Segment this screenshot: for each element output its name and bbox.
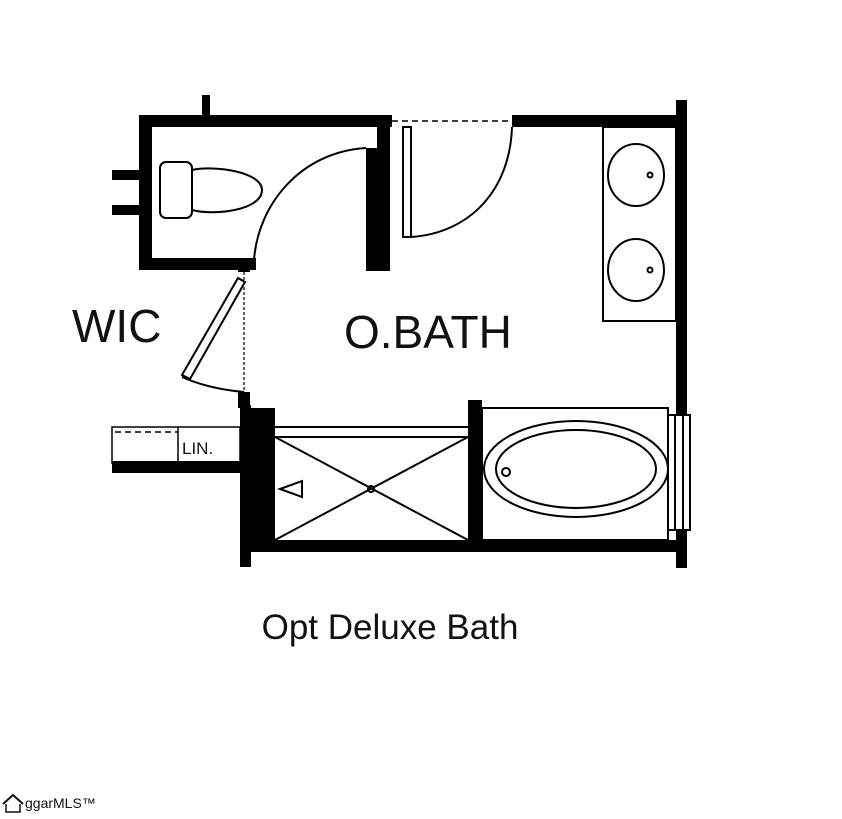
- linen-closet: [111, 426, 241, 464]
- plan-caption: Opt Deluxe Bath: [261, 608, 519, 647]
- house-roof-icon: [2, 793, 24, 813]
- walls: [112, 95, 687, 568]
- sink-upper: [607, 143, 665, 207]
- watermark-text: ggarMLS™: [25, 795, 96, 811]
- toilet-bowl: [191, 167, 264, 214]
- wic-door-swing: [181, 376, 245, 393]
- toilet-tank: [159, 161, 193, 219]
- entry-door-leaf: [402, 126, 412, 238]
- shower-head: [277, 479, 303, 499]
- shower-drain: [367, 485, 375, 493]
- room-label-linen: LIN.: [182, 439, 213, 458]
- vanity: [602, 126, 677, 322]
- entry-door-swing: [410, 126, 513, 238]
- tub-drain: [501, 467, 511, 477]
- room-label-obath: O.BATH: [344, 306, 512, 358]
- wic-door: [180, 276, 247, 381]
- tub: [483, 420, 669, 518]
- sink-lower: [607, 238, 665, 302]
- watermark: ggarMLS™: [2, 792, 96, 814]
- room-label-wic: WIC: [72, 300, 161, 352]
- window: [667, 414, 691, 531]
- fixtures: [111, 120, 691, 541]
- wc-door-swing: [253, 147, 367, 261]
